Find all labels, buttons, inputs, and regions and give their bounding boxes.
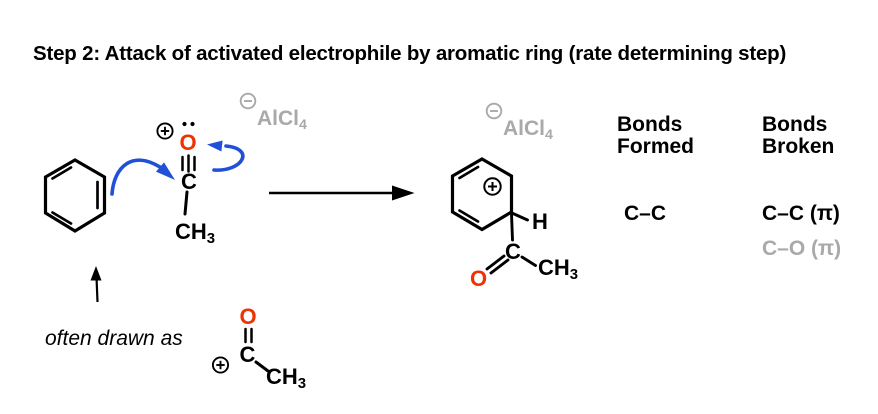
often-drawn-as-caption: often drawn as (45, 327, 183, 350)
plus-charge-icon (211, 356, 230, 374)
alt-acylium-bonds (244, 327, 270, 373)
product-oxygen-label: O (469, 266, 488, 291)
bond-broken-item: C–O (π) (762, 237, 842, 260)
alcl4-counterion-label: AlCl4 (257, 107, 307, 133)
product-hydrogen-label: H (532, 209, 548, 234)
bond-formed-item: C–C (624, 202, 667, 225)
page-title: Step 2: Attack of activated electrophile… (33, 42, 787, 65)
minus-charge-icon (485, 102, 503, 120)
arenium-ring (450, 157, 514, 232)
minus-charge-icon (239, 92, 257, 110)
plus-charge-icon (156, 122, 174, 140)
up-arrow-icon (90, 266, 102, 303)
plus-charge-icon (483, 177, 502, 196)
lone-pair-icon (182, 121, 195, 127)
alt-carbon-label: C (239, 342, 256, 367)
reactant-benzene-ring (43, 158, 107, 233)
bond-broken-item: C–C (π) (762, 202, 840, 225)
alcl4-counterion-label: AlCl4 (503, 117, 553, 143)
product-methyl-label: CH3 (538, 255, 579, 284)
acylium-methyl-label: CH3 (175, 219, 216, 248)
reaction-arrow-icon (269, 185, 415, 201)
acylium-oxygen-label: O (179, 130, 197, 155)
bonds-formed-header: Bonds Formed (617, 113, 695, 158)
curved-arrow-attack-icon (110, 158, 175, 196)
acylium-bonds (181, 154, 196, 216)
bonds-broken-header: Bonds Broken (762, 113, 835, 158)
alt-oxygen-label: O (239, 304, 257, 329)
product-carbonyl-carbon-label: C (505, 238, 521, 264)
acylium-carbon-label: C (181, 168, 197, 194)
alt-methyl-label: CH3 (266, 364, 307, 393)
curved-arrow-pi-shift-icon (207, 140, 245, 172)
product-bonds (485, 212, 537, 275)
